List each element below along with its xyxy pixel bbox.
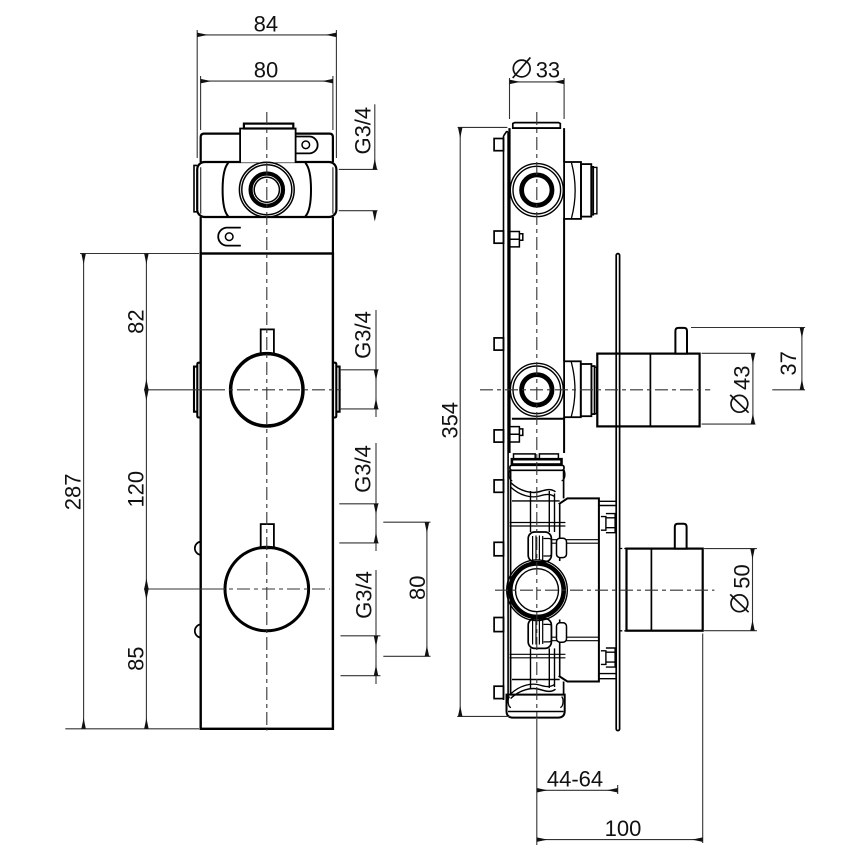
svg-text:G3/4: G3/4 xyxy=(351,445,376,493)
svg-text:G3/4: G3/4 xyxy=(351,311,376,359)
svg-text:43: 43 xyxy=(729,366,754,390)
svg-text:G3/4: G3/4 xyxy=(351,107,376,155)
svg-text:50: 50 xyxy=(729,564,754,588)
svg-text:120: 120 xyxy=(124,471,149,508)
svg-text:80: 80 xyxy=(405,576,430,600)
svg-text:82: 82 xyxy=(124,309,149,333)
svg-text:80: 80 xyxy=(254,57,278,82)
svg-text:100: 100 xyxy=(605,816,642,841)
svg-text:84: 84 xyxy=(254,11,278,36)
svg-text:354: 354 xyxy=(438,402,463,439)
svg-text:85: 85 xyxy=(124,646,149,670)
svg-text:G3/4: G3/4 xyxy=(352,571,377,619)
svg-text:33: 33 xyxy=(536,58,560,83)
svg-text:37: 37 xyxy=(776,351,801,375)
svg-text:44-64: 44-64 xyxy=(547,767,603,792)
svg-text:287: 287 xyxy=(61,474,86,511)
